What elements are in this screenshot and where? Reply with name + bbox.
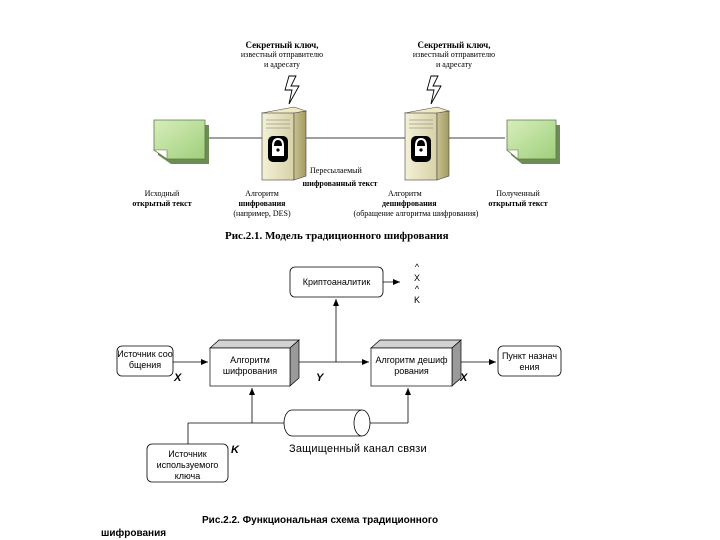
secret-key-label-right: Секретный ключ, известный отправителю и … <box>412 40 496 69</box>
decryption-algorithm-label: Алгоритм дешифрования (обращение алгорит… <box>353 189 479 218</box>
lightning-icon-right <box>426 75 442 105</box>
destination-box: Пункт назначения <box>501 351 558 372</box>
secure-channel-label: Защищенный канал связи <box>289 443 427 455</box>
label-x-right: X <box>460 372 468 384</box>
message-source-box: Источник сообщения <box>117 349 173 370</box>
fig2-graphics <box>116 266 562 483</box>
cryptanalyst-box: Криптоаналитик <box>302 277 371 287</box>
label-k: K <box>231 444 239 456</box>
encryption-algorithm-box: Алгоритм шифрования <box>222 355 278 376</box>
transmitted-text-label: Пересылаемый шифрованный текст <box>302 166 378 188</box>
label-y: Y <box>316 372 324 384</box>
encryption-server <box>260 106 308 181</box>
decryption-algorithm-box: Алгоритм дешифрования <box>375 355 448 376</box>
received-plaintext-label: Полученный открытый текст <box>488 189 548 208</box>
key-source-box: Источник используемого ключа <box>156 449 219 481</box>
figure-2-2-caption-line2: шифрования <box>101 528 167 539</box>
estimates-label: ^ X ^ K <box>413 262 420 305</box>
source-plaintext-label: Исходный открытый текст <box>132 189 192 208</box>
fig1-graphics <box>153 75 560 181</box>
decryption-server <box>403 106 451 181</box>
figure-2-2-caption-line1: Рис.2.2. Функциональная схема традиционн… <box>202 515 439 526</box>
figure-2-1-caption: Рис.2.1. Модель традиционного шифрования <box>225 230 449 242</box>
encryption-algorithm-label: Алгоритм шифрования (например, DES) <box>233 189 291 218</box>
plaintext-doc-right <box>506 119 560 164</box>
label-x-left: X <box>174 372 182 384</box>
plaintext-doc-left <box>153 119 209 164</box>
lightning-icon-left <box>284 75 300 105</box>
secure-channel-cylinder <box>283 409 371 437</box>
secret-key-label-left: Секретный ключ, известный отправителю и … <box>240 40 324 69</box>
